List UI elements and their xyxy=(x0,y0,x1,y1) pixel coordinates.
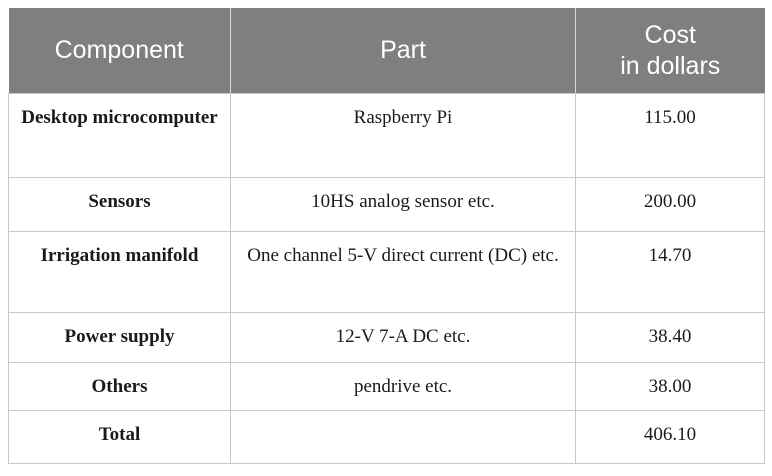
table-header-row: Component Part Cost in dollars xyxy=(8,8,765,94)
table-row: Others pendrive etc. 38.00 xyxy=(8,362,765,411)
cell-part xyxy=(230,410,576,464)
cell-cost: 406.10 xyxy=(575,410,765,464)
column-header-part: Part xyxy=(230,8,576,94)
table-row: Power supply 12-V 7-A DC etc. 38.40 xyxy=(8,312,765,363)
table-row: Desktop microcomputer Raspberry Pi 115.0… xyxy=(8,93,765,178)
column-header-component-line-1: Component xyxy=(54,36,184,65)
cell-component: Desktop microcomputer xyxy=(8,93,231,178)
table-body: Desktop microcomputer Raspberry Pi 115.0… xyxy=(8,93,765,464)
column-header-cost: Cost in dollars xyxy=(575,8,765,94)
table-header: Component Part Cost in dollars xyxy=(8,8,765,94)
cell-cost: 38.00 xyxy=(575,362,765,411)
cell-component: Power supply xyxy=(8,312,231,363)
table-row-total: Total 406.10 xyxy=(8,410,765,464)
column-header-cost-line-2: in dollars xyxy=(620,51,721,80)
column-header-component: Component xyxy=(8,8,231,94)
cell-cost: 115.00 xyxy=(575,93,765,178)
cell-part: Raspberry Pi xyxy=(230,93,576,178)
cell-component: Others xyxy=(8,362,231,411)
cost-table-container: Component Part Cost in dollars Desktop m… xyxy=(8,8,765,464)
column-header-cost-line-1: Cost xyxy=(644,21,696,49)
cell-component: Irrigation manifold xyxy=(8,231,231,313)
table-row: Irrigation manifold One channel 5-V dire… xyxy=(8,231,765,313)
cell-cost: 14.70 xyxy=(575,231,765,313)
cell-cost: 38.40 xyxy=(575,312,765,363)
cell-component: Total xyxy=(8,410,231,464)
cell-part: pendrive etc. xyxy=(230,362,576,411)
cell-cost: 200.00 xyxy=(575,177,765,232)
column-header-part-line-1: Part xyxy=(380,36,426,65)
cell-part: 10HS analog sensor etc. xyxy=(230,177,576,232)
table-row: Sensors 10HS analog sensor etc. 200.00 xyxy=(8,177,765,232)
component-cost-table: Component Part Cost in dollars Desktop m… xyxy=(8,8,765,464)
cell-component: Sensors xyxy=(8,177,231,232)
cell-part: 12-V 7-A DC etc. xyxy=(230,312,576,363)
cell-part: One channel 5-V direct current (DC) etc. xyxy=(230,231,576,313)
